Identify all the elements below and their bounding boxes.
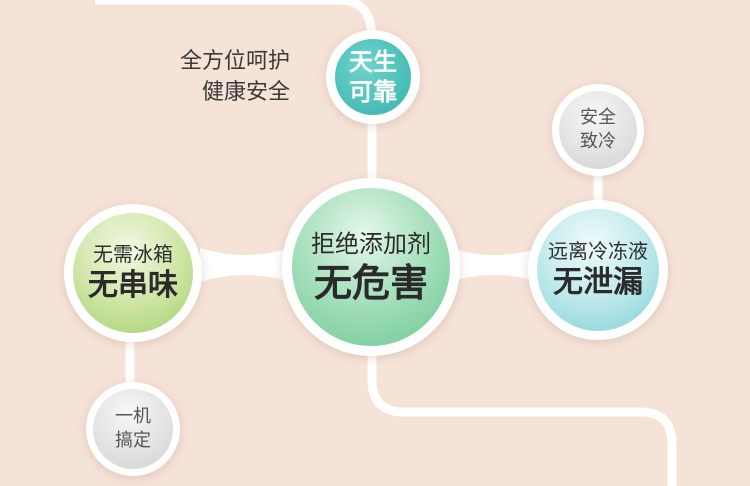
bubble-center-line1: 拒绝添加剂 [311,230,431,258]
bubble-natural-reliable: 天生 可靠 [326,30,420,124]
bubble-center-line2: 无危害 [313,261,428,305]
bubble-no-fridge: 无需冰箱 无串味 [64,204,202,342]
bubble-top-right-line2: 致冷 [580,131,616,152]
tagline-line1: 全方位呵护 [179,49,290,74]
tagline-line2: 健康安全 [201,80,290,105]
bubble-safe-cooling: 安全 致冷 [552,84,644,176]
bubble-top-right-line1: 安全 [580,107,616,128]
bubble-no-leak: 远离冷冻液 无泄漏 [528,200,668,340]
bubble-natural-line1: 天生 [349,48,397,76]
bubble-bottom-left-line1: 一机 [115,406,151,427]
bubble-bottom-left-line2: 搞定 [115,430,151,451]
tagline: 全方位呵护 健康安全 [150,46,290,108]
bubble-right-line1: 远离冷冻液 [548,239,648,263]
bubble-left-line2: 无串味 [88,268,178,303]
bubble-one-machine: 一机 搞定 [86,382,180,476]
bubble-left-line1: 无需冰箱 [93,242,173,266]
bubble-right-line2: 无泄漏 [553,265,643,300]
bubble-natural-line2: 可靠 [349,78,397,106]
bubble-no-additives: 拒绝添加剂 无危害 [282,178,460,356]
